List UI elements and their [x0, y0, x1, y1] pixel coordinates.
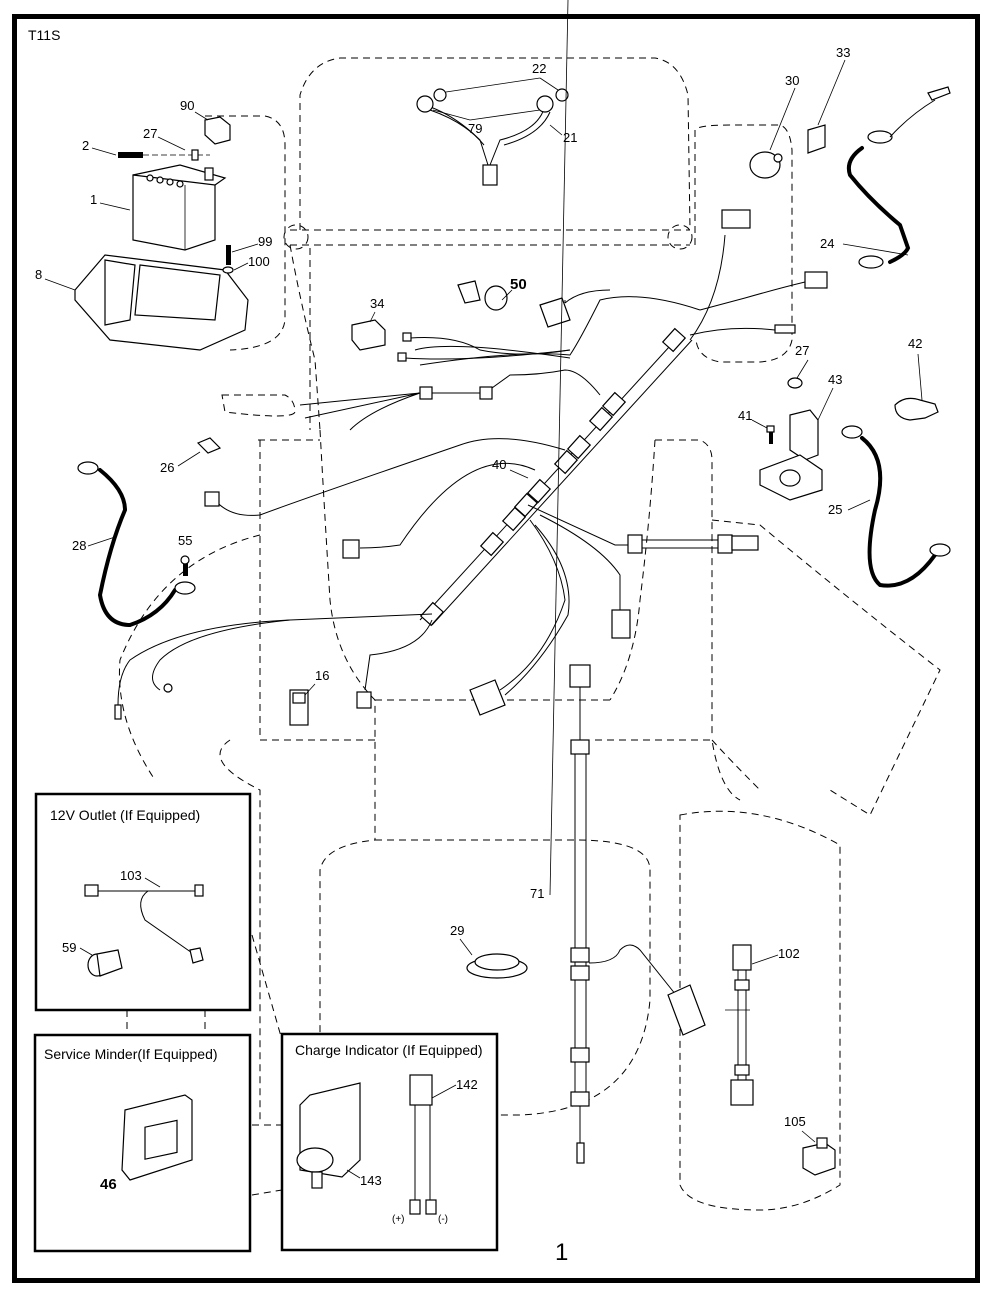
power-outlet[interactable] [87, 949, 123, 977]
inset-title-12v-outlet: 12V Outlet (If Equipped) [50, 807, 200, 823]
part-label-24: 24 [820, 236, 834, 251]
connector-16[interactable] [289, 689, 309, 726]
part-label-55: 55 [178, 533, 192, 548]
part-label-42: 42 [908, 336, 922, 351]
inset-12v-outlet: 12V Outlet (If Equipped) 103 59 [34, 792, 252, 1012]
terminal-minus-label: (-) [438, 1214, 448, 1225]
terminal-plus-label: (+) [392, 1214, 405, 1225]
inset-title-service-minder: Service Minder(If Equipped) [44, 1046, 218, 1062]
part-label-26: 26 [160, 460, 174, 475]
diagram-frame [12, 14, 980, 1283]
outlet-harness[interactable] [84, 884, 204, 964]
part-label-59: 59 [62, 940, 76, 955]
solenoid-nut[interactable] [787, 377, 803, 389]
fuse[interactable] [196, 437, 222, 454]
tray-bolt[interactable] [222, 245, 234, 274]
part-label-28: 28 [72, 538, 86, 553]
positive-cable[interactable] [846, 86, 951, 269]
seat-switch-leads[interactable] [397, 332, 571, 362]
part-label-43: 43 [828, 372, 842, 387]
ignition-switch[interactable] [749, 151, 783, 179]
model-code: T11S [28, 27, 60, 43]
service-minder-module[interactable] [121, 1094, 193, 1181]
part-label-33: 33 [836, 45, 850, 60]
part-label-22: 22 [532, 61, 546, 76]
part-label-79: 79 [468, 121, 482, 136]
relay-105[interactable] [802, 1137, 836, 1176]
part-label-105: 105 [784, 1114, 806, 1129]
inset-service-minder: Service Minder(If Equipped) 46 [33, 1033, 252, 1253]
ignition-module[interactable] [807, 124, 826, 154]
part-label-40: 40 [492, 457, 506, 472]
part-label-8: 8 [35, 267, 42, 282]
part-label-50: 50 [510, 276, 527, 293]
main-wiring-harness[interactable] [114, 209, 828, 720]
tractor-outline [118, 57, 941, 1211]
inset-charge-indicator: Charge Indicator (If Equipped) 143 142 (… [280, 1032, 499, 1252]
charge-indicator-gauge[interactable] [296, 1082, 361, 1189]
ground-bolt[interactable] [180, 555, 190, 576]
terminal-boot[interactable] [894, 397, 939, 421]
part-label-71: 71 [530, 886, 544, 901]
part-label-103: 103 [120, 868, 142, 883]
headlight-bulb-left[interactable] [433, 88, 447, 102]
ground-cable[interactable] [77, 461, 196, 628]
solenoid[interactable] [759, 409, 823, 501]
part-label-143: 143 [360, 1173, 382, 1188]
battery-tray[interactable] [74, 254, 249, 351]
rear-harness[interactable] [569, 664, 706, 1164]
inset-title-charge-indicator: Charge Indicator (If Equipped) [295, 1042, 483, 1058]
part-label-16: 16 [315, 668, 329, 683]
battery-bolt[interactable] [118, 149, 210, 161]
part-label-90: 90 [180, 98, 194, 113]
part-label-1: 1 [90, 192, 97, 207]
part-label-142: 142 [456, 1077, 478, 1092]
part-label-34: 34 [370, 296, 384, 311]
headlight-bulb-right[interactable] [555, 88, 569, 102]
part-label-102: 102 [778, 946, 800, 961]
decal-box[interactable] [539, 297, 571, 328]
part-label-25: 25 [828, 502, 842, 517]
part-label-27: 27 [143, 126, 157, 141]
part-label-27-solenoid: 27 [795, 343, 809, 358]
part-label-2: 2 [82, 138, 89, 153]
headlight-harness[interactable] [416, 95, 554, 186]
part-label-100: 100 [248, 254, 270, 269]
terminal-cover[interactable] [204, 116, 231, 145]
part-label-29: 29 [450, 923, 464, 938]
pto-switch[interactable] [457, 280, 508, 311]
harness-102[interactable] [725, 944, 754, 1106]
part-label-30: 30 [785, 73, 799, 88]
headlight-switch[interactable] [351, 319, 386, 351]
hour-meter[interactable] [466, 953, 528, 979]
battery-assembly[interactable] [132, 164, 227, 251]
page-number: 1 [555, 1239, 568, 1266]
solenoid-bolt[interactable] [766, 425, 775, 444]
part-label-46: 46 [100, 1176, 117, 1193]
charge-indicator-harness[interactable] [409, 1074, 437, 1215]
solenoid-cable[interactable] [841, 425, 951, 588]
part-label-21: 21 [563, 130, 577, 145]
part-label-41: 41 [738, 408, 752, 423]
part-label-99: 99 [258, 234, 272, 249]
